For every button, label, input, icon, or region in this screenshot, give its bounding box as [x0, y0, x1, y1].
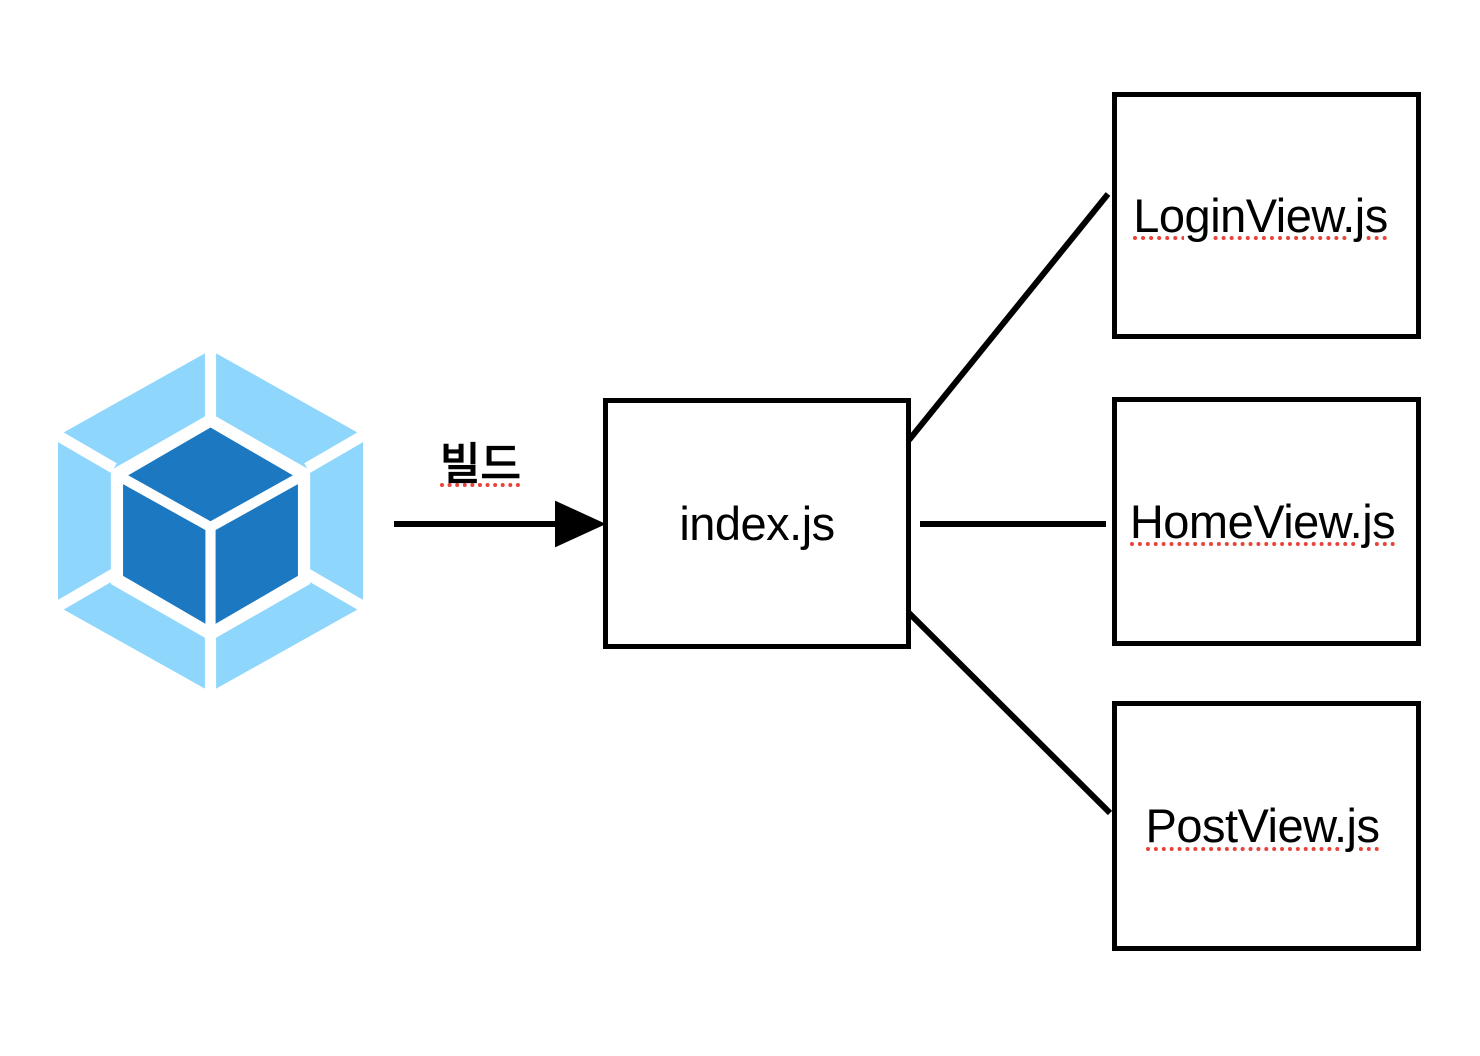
build-arrow-label: 빌드	[440, 440, 521, 489]
node-homeview-js-label: HomeView.js	[1129, 494, 1396, 548]
node-postview-js[interactable]: PostView.js	[1112, 701, 1421, 951]
node-loginview-js[interactable]: LoginView.js	[1112, 92, 1421, 339]
webpack-logo-icon	[58, 350, 363, 692]
edge-index-to-loginview	[906, 192, 1111, 442]
node-index-js-label: index.js	[679, 496, 835, 550]
node-index-js[interactable]: index.js	[603, 398, 911, 649]
edge-index-to-postview	[906, 610, 1113, 816]
node-loginview-js-label: LoginView.js	[1133, 188, 1388, 242]
node-postview-js-label: PostView.js	[1145, 799, 1380, 853]
node-homeview-js[interactable]: HomeView.js	[1112, 397, 1421, 646]
